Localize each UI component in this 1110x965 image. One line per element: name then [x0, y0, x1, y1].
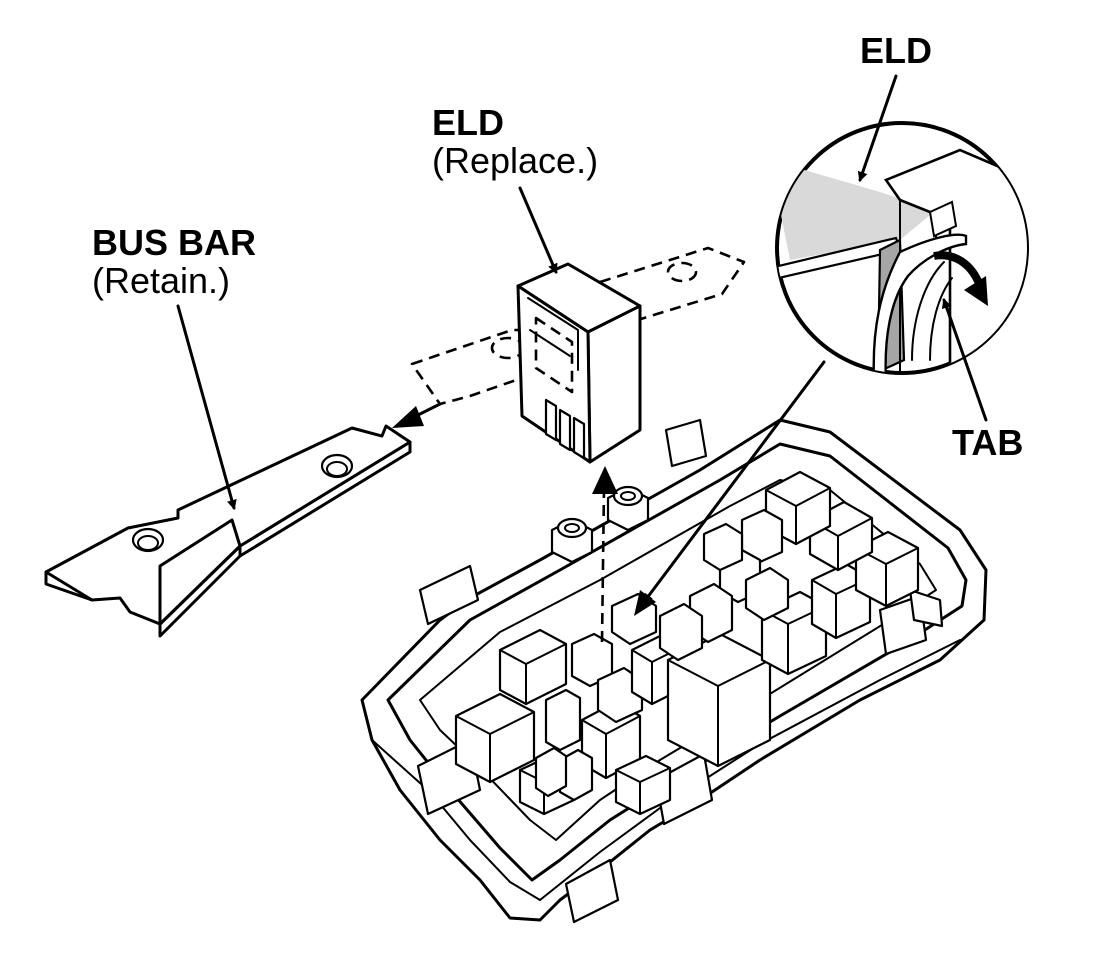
- eld-part-label: ELD (Replace.): [432, 104, 598, 180]
- eld-part-name: ELD: [432, 102, 504, 143]
- tab-label: TAB: [952, 422, 1024, 463]
- install-arrowhead: [592, 466, 618, 494]
- eld-part-leader: [518, 186, 558, 274]
- bus-bar-leader: [176, 304, 237, 510]
- bus-bar: [44, 424, 412, 638]
- fuse-box-components: [454, 470, 920, 816]
- detail-circle: [775, 121, 1029, 375]
- bus-bar-name: BUS BAR: [92, 222, 257, 263]
- bus-bar-note: (Retain.): [92, 259, 231, 301]
- eld-part-note: (Replace.): [432, 139, 599, 181]
- fuse-box: [360, 418, 988, 924]
- eld-detail-label: ELD: [860, 30, 932, 71]
- eld-detail-leader: [857, 74, 898, 182]
- removal-arrowhead: [392, 406, 424, 428]
- eld-part: [410, 246, 746, 464]
- install-dashed-line: [600, 487, 606, 643]
- location-arrow: [642, 360, 826, 604]
- location-arrowhead: [634, 590, 656, 616]
- bus-bar-label: BUS BAR (Retain.): [92, 224, 256, 300]
- tab-leader: [941, 298, 988, 422]
